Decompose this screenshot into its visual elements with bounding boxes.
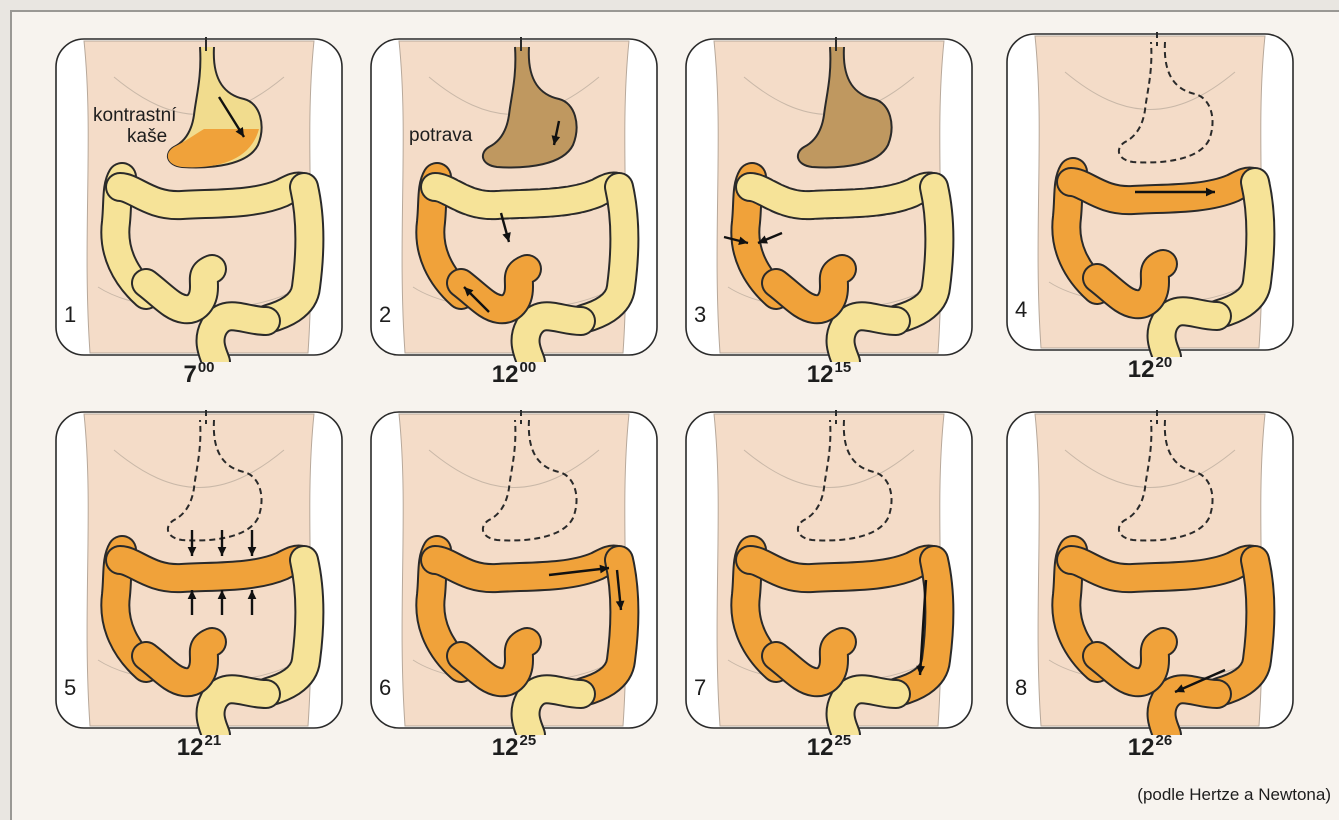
panel-time: 1220: [1005, 354, 1295, 384]
panel-time: 1225: [684, 732, 974, 762]
panel-number: 4: [1015, 297, 1027, 323]
anatomy-illustration: [1005, 32, 1295, 357]
panel-number: 7: [694, 675, 706, 701]
panel-time: 1226: [1005, 732, 1295, 762]
panel-7: 7 1225: [684, 410, 974, 735]
panel-number: 1: [64, 302, 76, 328]
panel-number: 8: [1015, 675, 1027, 701]
panel-number: 2: [379, 302, 391, 328]
colon-motility-figure: 1 700 kontrastní kaše 2 1200 potrava 3 1…: [10, 10, 1339, 820]
panel-number: 3: [694, 302, 706, 328]
panel-4: 4 1220: [1005, 32, 1295, 357]
panel-time: 1200: [369, 359, 659, 389]
anatomy-illustration: [684, 37, 974, 362]
panel-5: 5 1221: [54, 410, 344, 735]
label-contrast-porridge: kontrastní kaše: [93, 105, 176, 147]
panel-number: 6: [379, 675, 391, 701]
anatomy-illustration: [369, 410, 659, 735]
panel-8: 8 1226: [1005, 410, 1295, 735]
anatomy-illustration: [54, 37, 344, 362]
panel-time: 1225: [369, 732, 659, 762]
panel-3: 3 1215: [684, 37, 974, 362]
anatomy-illustration: [1005, 410, 1295, 735]
panel-2: 2 1200 potrava: [369, 37, 659, 362]
panel-1: 1 700 kontrastní kaše: [54, 37, 344, 362]
panel-number: 5: [64, 675, 76, 701]
panel-time: 1215: [684, 359, 974, 389]
panel-time: 700: [54, 359, 344, 389]
panel-time: 1221: [54, 732, 344, 762]
figure-credit: (podle Hertze a Newtona): [1137, 785, 1331, 805]
label-food: potrava: [409, 125, 472, 146]
panel-6: 6 1225: [369, 410, 659, 735]
anatomy-illustration: [369, 37, 659, 362]
anatomy-illustration: [684, 410, 974, 735]
anatomy-illustration: [54, 410, 344, 735]
